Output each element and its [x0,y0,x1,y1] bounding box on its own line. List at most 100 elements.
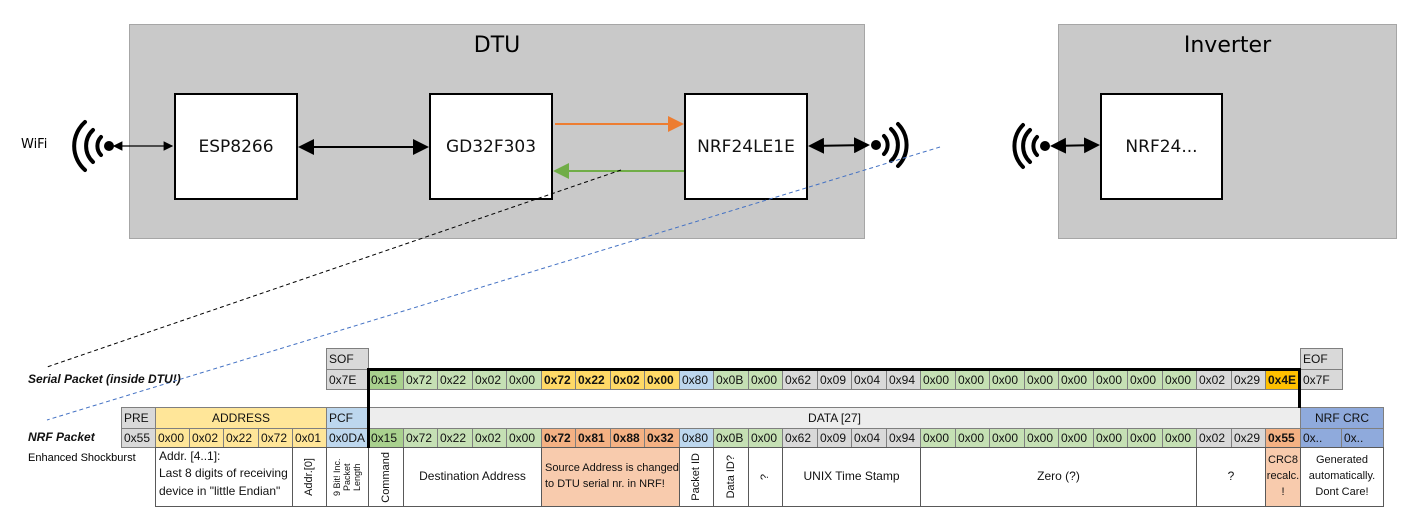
dtu-title: DTU [473,33,521,58]
eof-header: EOF [1300,348,1343,370]
address-byte-cell: 0x01 [292,428,327,448]
unknown-description-text: ? [759,473,772,481]
serial-byte-cell: 0x94 [886,369,921,390]
pre-value: 0x55 [121,428,156,448]
nrf-byte-cell: 0x00 [506,428,542,448]
serial-byte-cell: 0x00 [989,369,1025,390]
nrf-byte-cell: 0x94 [886,428,921,448]
addr-4-1-line: Addr. [4..1]: [159,449,221,463]
nrf-byte-cell: 0x72 [403,428,438,448]
chip-nrf24le1e: NRF24LE1E [684,93,808,200]
serial-byte-cell: 0x72 [403,369,438,390]
nrf-byte-cell: 0x15 [368,428,404,448]
nrf-zoom-dashed-line [46,146,941,421]
chip-esp8266: ESP8266 [174,93,298,200]
serial-byte-cell: 0x72 [541,369,576,390]
serial-packet-label: Serial Packet (inside DTU!) [28,372,181,386]
nrf-crc-description-text: Generated automatically. Dont Care! [1308,454,1376,498]
wifi-icon [72,120,114,172]
nrf-crc-byte: 0x.. [1341,428,1384,448]
serial-byte-cell: 0x22 [437,369,473,390]
serial-byte-cell: 0x00 [1127,369,1163,390]
packet-id-description-text: Packet ID [690,453,703,501]
nrf-byte-cell: 0x09 [817,428,852,448]
data-header: DATA [27] [368,407,1301,429]
radio-waves-icon [1012,123,1050,169]
nrf-byte-cell: 0x00 [1058,428,1094,448]
nrf-byte-cell: 0x00 [1024,428,1059,448]
source-description-text: Source Address is changed to DTU serial … [545,462,679,490]
addr0-description-text: Addr.[0] [303,458,316,496]
serial-byte-cell: 0x00 [1058,369,1094,390]
zero-description: Zero (?) [920,447,1197,507]
zero-description-text: Zero (?) [1037,469,1080,484]
destination-description: Destination Address [403,447,542,507]
packet-id-description: Packet ID [679,447,714,507]
nrf-byte-cell: 0x02 [1196,428,1232,448]
chip-gd32f303: GD32F303 [429,93,553,200]
chip-nrf24-inverter: NRF24... [1100,93,1223,200]
pre-header: PRE [121,407,156,429]
serial-byte-cell: 0x00 [1093,369,1128,390]
nrf-byte-cell: 0x72 [541,428,576,448]
destination-description-text: Destination Address [419,469,526,484]
nrf-byte-cell: 0x81 [575,428,611,448]
pcf-description-text: 9 Bit! Inc. Packet Length [331,458,362,496]
command-description-text: Command [379,451,392,503]
nrf-crc-byte: 0x.. [1300,428,1342,448]
nrf-byte-cell: 0x00 [748,428,783,448]
nrf-byte-cell: 0x00 [920,428,956,448]
wifi-label: WiFi [21,137,48,152]
unknown-description: ? [1196,447,1266,507]
radio-waves-icon [871,122,909,168]
serial-byte-cell: 0x02 [1196,369,1232,390]
addr0-description: Addr.[0] [292,447,327,507]
serial-byte-cell: 0x00 [1024,369,1059,390]
data-id-description-text: Data ID? [724,455,737,499]
nrf-packet-sublabel: Enhanced Shockburst [28,452,136,464]
inverter-antenna-link [1050,137,1100,154]
nrf-byte-cell: 0x00 [1162,428,1197,448]
sof-header: SOF [326,348,369,370]
serial-byte-cell: 0x62 [782,369,818,390]
serial-byte-cell: 0x80 [679,369,714,390]
sof-value: 0x7E [326,369,369,390]
crc8-description-text: CRC8 recalc. ! [1266,454,1300,498]
serial-data-frame-line [1298,368,1301,408]
serial-byte-cell: 0x15 [368,369,404,390]
nrf-antenna-link [808,137,870,154]
serial-byte-cell: 0x00 [920,369,956,390]
pcf-description: 9 Bit! Inc. Packet Length [326,447,369,507]
serial-byte-cell: 0x00 [955,369,990,390]
nrf-byte-cell: 0x02 [472,428,507,448]
nrf-byte-cell: 0x04 [851,428,887,448]
timestamp-description-text: UNIX Time Stamp [803,469,900,484]
eof-value: 0x7F [1300,369,1343,390]
serial-byte-cell: 0x04 [851,369,887,390]
crc8-description: CRC8 recalc. ! [1265,447,1301,507]
pcf-value: 0x0DA [326,428,369,448]
nrf-byte-cell: 0x00 [989,428,1025,448]
serial-byte-cell: 0x4E [1265,369,1301,390]
nrf-byte-cell: 0x55 [1265,428,1301,448]
address-byte-cell: 0x22 [223,428,259,448]
address-header: ADDRESS [155,407,327,429]
address-byte-cell: 0x02 [189,428,224,448]
unknown-description-text: ? [1227,469,1235,484]
command-description: Command [368,447,404,507]
serial-byte-cell: 0x00 [748,369,783,390]
pcf-header: PCF [326,407,369,429]
serial-byte-cell: 0x00 [644,369,680,390]
nrf-byte-cell: 0x29 [1231,428,1266,448]
nrf-byte-cell: 0x00 [1127,428,1163,448]
addr-4-1-line: Last 8 digits of receiving [159,466,288,481]
unknown-description: ? [748,447,783,507]
nrf-byte-cell: 0x62 [782,428,818,448]
nrf-byte-cell: 0x88 [610,428,645,448]
serial-data-frame-line [367,368,370,448]
nrf-crc-header: NRF CRC [1300,407,1384,429]
nrf-packet-label: NRF Packet [28,430,95,444]
